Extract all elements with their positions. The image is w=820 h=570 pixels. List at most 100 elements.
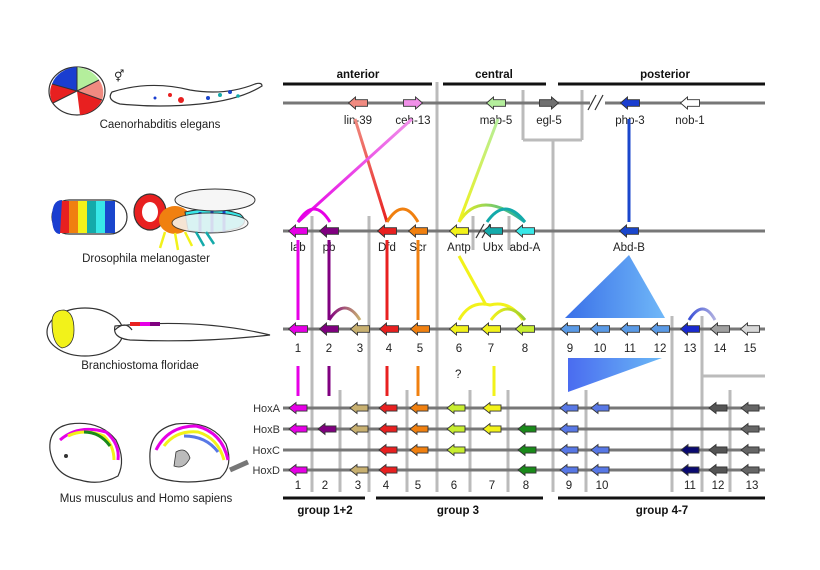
mus-paralog-group-number: 13 — [746, 480, 759, 492]
hermaphrodite-symbol: ⚥ — [114, 69, 124, 83]
bflo-gene-arrow-6 — [448, 322, 469, 336]
dmel-gene-label: Antp — [447, 242, 471, 254]
bflo-gene-number: 12 — [654, 343, 667, 355]
celegans-gene-label: nob-1 — [675, 115, 704, 127]
species-celegans: Caenorhabditis elegans — [100, 119, 221, 131]
mus-HoxB-gene-arrow-7 — [482, 422, 502, 436]
mus-HoxA-gene-arrow-10 — [590, 401, 610, 415]
mus-HoxB-gene-arrow-5 — [409, 422, 429, 436]
mus-paralog-group-number: 5 — [415, 480, 421, 492]
region-headers: anterior central posterior — [283, 69, 765, 86]
bflo-illustration: Branchiostoma floridae — [46, 307, 271, 372]
celegans-gene-arrow-lin-39 — [347, 96, 368, 110]
mus-HoxA-gene-arrow-6 — [446, 401, 466, 415]
mus-HoxD-gene-arrow-3 — [349, 463, 369, 477]
mus-HoxC-gene-arrow-13 — [740, 443, 760, 457]
mus-paralog-group-number: 12 — [712, 480, 725, 492]
bflo-gene-number: 10 — [594, 343, 607, 355]
bflo-gene-number: 15 — [744, 343, 757, 355]
bflo-gene-arrow-8 — [514, 322, 535, 336]
bflo-gene-arrow-12 — [649, 322, 670, 336]
bflo-gene-arrow-11 — [619, 322, 640, 336]
mus-HoxB-gene-arrow-8 — [517, 422, 537, 436]
celegans-illustration: ⚥ Caenorhabditis elegans — [48, 66, 263, 131]
dmel-gene-arrow-lab — [287, 224, 308, 238]
bflo-gene-number: 14 — [714, 343, 727, 355]
mus-HoxC-gene-arrow-4 — [378, 443, 398, 457]
bflo-gene-arrow-1 — [287, 322, 308, 336]
celegans-gene-arrow-php-3 — [619, 96, 640, 110]
question-mark: ? — [455, 369, 461, 381]
celegans-gene-label: ceh-13 — [395, 115, 430, 127]
mus-paralog-group-number: 9 — [566, 480, 572, 492]
mus-paralog-group-number: 4 — [383, 480, 390, 492]
bflo-gene-number: 4 — [386, 343, 393, 355]
mus-HoxA-gene-arrow-1 — [288, 401, 308, 415]
mus-HoxC-gene-arrow-9 — [559, 443, 579, 457]
mus-HoxA-gene-arrow-3 — [349, 401, 369, 415]
header-group-3: group 3 — [437, 505, 479, 517]
dmel-gene-arrow-Scr — [407, 224, 428, 238]
bflo-gene-number: 7 — [488, 343, 494, 355]
bflo-gene-arrow-5 — [409, 322, 430, 336]
hox-cluster-label: HoxD — [252, 465, 280, 477]
header-group-4-7: group 4-7 — [636, 505, 688, 517]
mus-HoxC-gene-arrow-6 — [446, 443, 466, 457]
abd-b-expansion-triangle — [565, 255, 665, 318]
header-central: central — [475, 69, 513, 81]
dmel-gene-label: abd-A — [510, 242, 541, 254]
mus-paralog-group-number: 7 — [489, 480, 495, 492]
dmel-gene-arrow-pb — [318, 224, 339, 238]
mus-HoxD-gene-arrow-12 — [708, 463, 728, 477]
mus-HoxB-gene-arrow-4 — [378, 422, 398, 436]
celegans-gene-label: egl-5 — [536, 115, 562, 127]
header-anterior: anterior — [337, 69, 380, 81]
bflo-gene-arrow-9 — [559, 322, 580, 336]
amphioxus-mouse-connectors — [296, 358, 692, 396]
mus-HoxB-gene-arrow-1 — [288, 422, 308, 436]
bflo-gene-number: 9 — [567, 343, 573, 355]
hox-cluster-label: HoxB — [253, 424, 280, 436]
dmel-gene-arrow-Ubx — [482, 224, 503, 238]
bflo-gene-arrow-4 — [378, 322, 399, 336]
bflo-gene-arrow-13 — [679, 322, 700, 336]
mus-HoxD-gene-arrow-1 — [288, 463, 308, 477]
mus-HoxD-gene-arrow-13 — [740, 463, 760, 477]
orthology-connectors — [296, 117, 631, 224]
mus-HoxD-gene-arrow-4 — [378, 463, 398, 477]
bflo-gene-arrow-14 — [709, 322, 730, 336]
species-bflo: Branchiostoma floridae — [81, 360, 199, 372]
dmel-gene-arrow-Dfd — [376, 224, 397, 238]
celegans-gene-arrow-ceh-13 — [403, 96, 424, 110]
dmel-gene-arrow-Antp — [448, 224, 469, 238]
header-group-1-2: group 1+2 — [297, 505, 352, 517]
mus-HoxA-gene-arrow-9 — [559, 401, 579, 415]
species-dmel: Drosophila melanogaster — [82, 253, 210, 265]
bflo-gene-number: 3 — [357, 343, 363, 355]
mus-HoxB-gene-arrow-13 — [740, 422, 760, 436]
dmel-gene-label: Abd-B — [613, 242, 645, 254]
bflo-gene-number: 1 — [295, 343, 301, 355]
celegans-gene-arrow-nob-1 — [679, 96, 700, 110]
posterior-expansion-triangle — [568, 358, 662, 392]
mus-paralog-group-number: 2 — [322, 480, 328, 492]
bflo-gene-arrow-3 — [349, 322, 370, 336]
bflo-gene-arrow-10 — [589, 322, 610, 336]
header-posterior: posterior — [640, 69, 690, 81]
mus-paralog-group-number: 6 — [451, 480, 457, 492]
mus-HoxB-gene-arrow-3 — [349, 422, 369, 436]
bflo-gene-arrow-7 — [480, 322, 501, 336]
bflo-gene-number: 13 — [684, 343, 697, 355]
species-mus: Mus musculus and Homo sapiens — [60, 493, 233, 505]
dmel-gene-arrow-Abd-B — [618, 224, 639, 238]
hox-cluster-label: HoxA — [253, 403, 281, 415]
mus-HoxB-gene-arrow-9 — [559, 422, 579, 436]
mus-HoxD-gene-arrow-9 — [559, 463, 579, 477]
mus-HoxD-gene-arrow-11 — [680, 463, 700, 477]
mus-paralog-group-number: 11 — [684, 480, 696, 492]
mus-HoxB-gene-arrow-2 — [317, 422, 337, 436]
